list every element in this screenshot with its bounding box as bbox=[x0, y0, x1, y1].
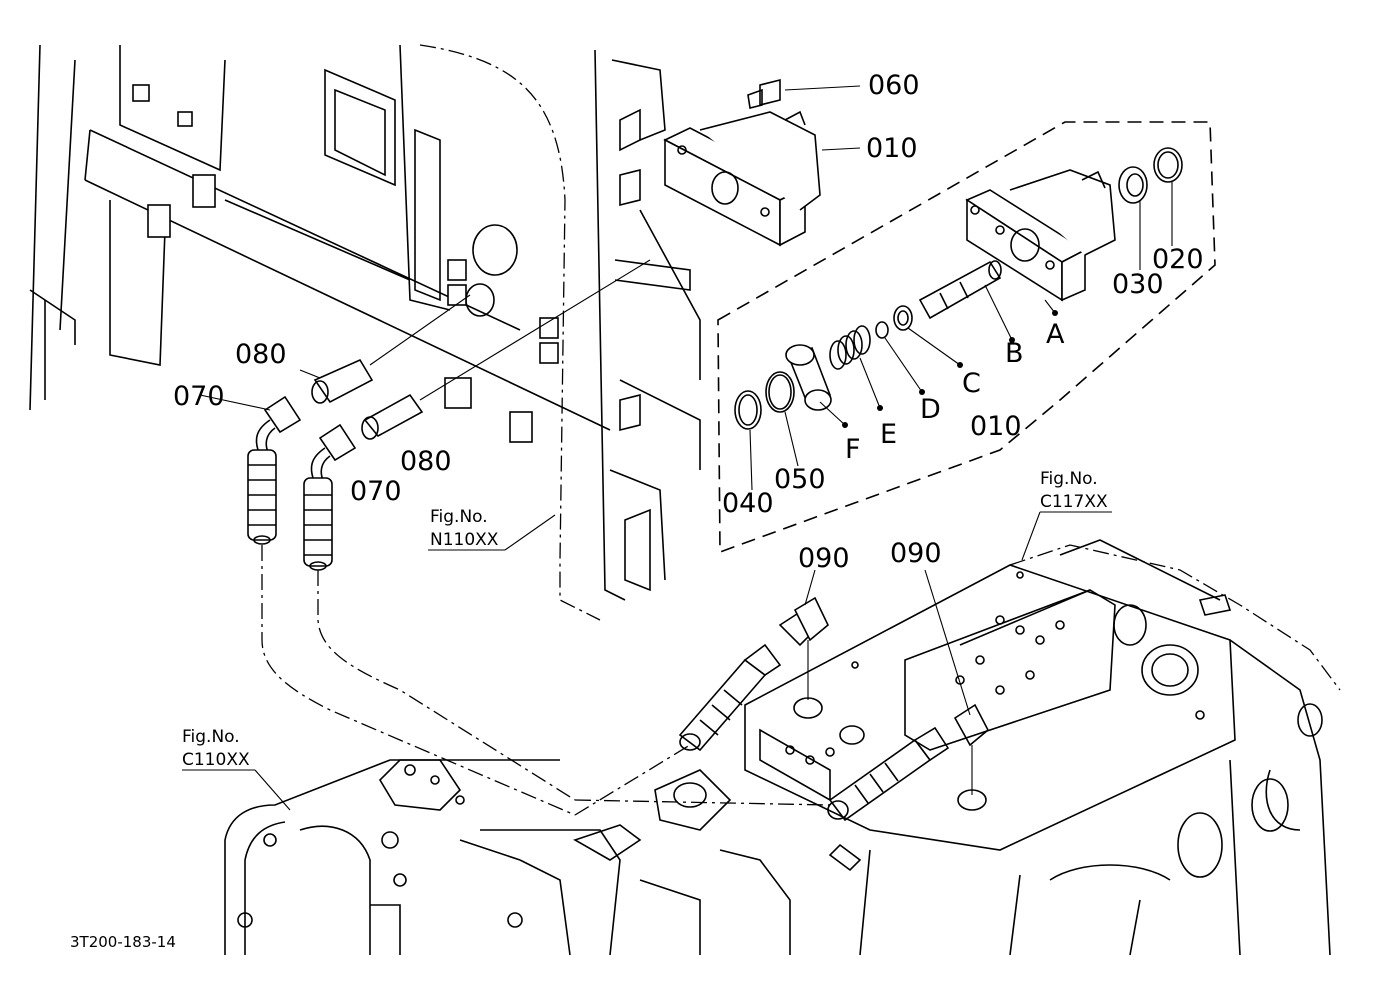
label-090-left: 090 bbox=[798, 543, 850, 574]
spool-b bbox=[918, 260, 1015, 343]
valve-block-housing bbox=[654, 539, 1341, 956]
ring-d bbox=[875, 321, 925, 395]
hose-lower-left bbox=[678, 596, 829, 752]
figref-c117-prefix: Fig.No. bbox=[1040, 469, 1098, 489]
label-080-left: 080 bbox=[235, 339, 287, 370]
label-070-left: 070 bbox=[173, 381, 225, 412]
part-labels: 060 010 020 030 A B C D E F 010 050 040 … bbox=[173, 70, 1204, 574]
hose-lower-right bbox=[804, 569, 990, 822]
solenoid-body-a bbox=[965, 169, 1116, 302]
spring-e bbox=[829, 325, 883, 411]
label-b: B bbox=[1005, 338, 1024, 369]
label-020: 020 bbox=[1152, 244, 1204, 275]
label-f: F bbox=[845, 434, 861, 465]
washer-c bbox=[893, 305, 963, 368]
figure-references: Fig.No. N110XX Fig.No. C117XX Fig.No. C1… bbox=[182, 469, 1108, 770]
frame-structure bbox=[29, 44, 701, 621]
oring-050-circlip-040 bbox=[734, 299, 1058, 491]
label-090-right: 090 bbox=[890, 538, 942, 569]
hose-left bbox=[247, 449, 277, 545]
label-e: E bbox=[880, 419, 897, 450]
label-080-right: 080 bbox=[400, 446, 452, 477]
label-050: 050 bbox=[774, 464, 826, 495]
hose-right bbox=[303, 477, 333, 571]
figref-c117-code: C117XX bbox=[1040, 492, 1108, 512]
figref-c110-prefix: Fig.No. bbox=[182, 727, 240, 747]
drawing-code: 3T200-183-14 bbox=[70, 933, 176, 951]
label-a: A bbox=[1046, 319, 1065, 350]
label-c: C bbox=[962, 368, 981, 399]
oring-030-circlip-020 bbox=[1118, 147, 1183, 270]
label-060: 060 bbox=[868, 70, 920, 101]
fittings-080-070 bbox=[199, 259, 651, 481]
plug-f bbox=[785, 344, 848, 428]
transmission-housing-left bbox=[224, 759, 791, 956]
label-070-right: 070 bbox=[350, 476, 402, 507]
label-d: D bbox=[920, 394, 941, 425]
label-010-upper: 010 bbox=[866, 133, 918, 164]
exploded-box bbox=[717, 121, 1216, 554]
figref-c110-code: C110XX bbox=[182, 750, 250, 770]
figref-leaders bbox=[182, 511, 1112, 811]
figref-n110-code: N110XX bbox=[430, 530, 499, 550]
label-030: 030 bbox=[1112, 269, 1164, 300]
solenoid-valve-upper bbox=[663, 78, 861, 247]
label-010-exploded: 010 bbox=[970, 411, 1022, 442]
figref-n110-prefix: Fig.No. bbox=[430, 507, 488, 527]
label-040: 040 bbox=[722, 488, 774, 519]
